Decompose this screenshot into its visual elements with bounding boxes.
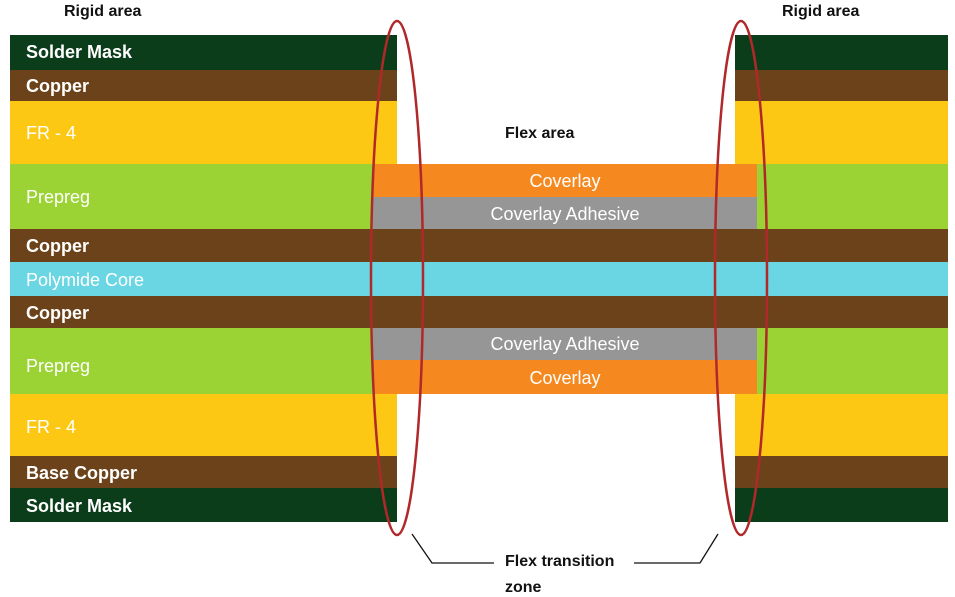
right-layer-prepreg-bottom — [735, 328, 948, 394]
layer-label-polymide-core: Polymide Core — [26, 270, 145, 290]
coverlay-adhesive-bottom-label: Coverlay Adhesive — [490, 334, 640, 354]
layer-copper-top: Copper — [10, 70, 397, 101]
right-layer-fr4-bottom — [735, 394, 948, 456]
coverlay-adhesive-top: Coverlay Adhesive — [373, 197, 757, 229]
layer-label-prepreg-top: Prepreg — [26, 187, 91, 207]
flex-transition-caption-line2: zone — [505, 579, 542, 596]
layer-label-fr4-top: FR - 4 — [26, 123, 77, 143]
layer-copper-inner-bottom: Copper — [10, 296, 397, 328]
layer-polymide-core-left: Polymide Core — [10, 262, 397, 296]
right-layer-copper-inner-top — [735, 229, 948, 262]
flex-area-caption: Flex area — [505, 125, 575, 142]
layer-label-copper-top: Copper — [26, 76, 89, 96]
right-layer-solder-mask-bottom — [735, 488, 948, 522]
layer-label-prepreg-bottom: Prepreg — [26, 356, 91, 376]
coverlay-adhesive-top-label: Coverlay Adhesive — [490, 204, 640, 224]
right-layer-solder-mask-top — [735, 35, 948, 70]
layer-prepreg-top: Prepreg — [10, 164, 397, 229]
coverlay-adhesive-bottom: Coverlay Adhesive — [373, 328, 757, 360]
layer-base-copper: Base Copper — [10, 456, 397, 488]
right-layer-copper-inner-bottom — [735, 296, 948, 328]
rigid-area-right-caption: Rigid area — [782, 3, 860, 20]
right-layer-copper-top — [735, 70, 948, 101]
layer-label-base-copper: Base Copper — [26, 463, 138, 483]
leader-line-left — [411, 533, 494, 564]
layer-copper-inner-top: Copper — [10, 229, 397, 262]
layer-prepreg-bottom: Prepreg — [10, 328, 397, 394]
flex-copper-top — [397, 229, 735, 262]
layer-label-copper-inner-top: Copper — [26, 236, 89, 256]
layer-label-fr4-bottom: FR - 4 — [26, 417, 77, 437]
layer-fr4-top: FR - 4 — [10, 101, 397, 164]
leader-line-right — [634, 533, 719, 564]
layer-solder-mask-top: Solder Mask — [10, 35, 397, 70]
layer-label-copper-inner-bottom: Copper — [26, 303, 89, 323]
flex-polymide-core — [397, 262, 735, 296]
flex-transition-caption-line1: Flex transition — [505, 553, 615, 570]
layer-fr4-bottom: FR - 4 — [10, 394, 397, 456]
right-layer-prepreg-top — [735, 164, 948, 229]
right-layer-base-copper — [735, 456, 948, 488]
coverlay-top: Coverlay — [373, 164, 757, 197]
right-layer-fr4-top — [735, 101, 948, 164]
layer-label-solder-mask-bottom: Solder Mask — [26, 496, 133, 516]
rigid-area-left-caption: Rigid area — [64, 3, 142, 20]
layer-solder-mask-bottom: Solder Mask — [10, 488, 397, 522]
coverlay-bottom-label: Coverlay — [529, 368, 601, 388]
right-layer-polymide-core — [735, 262, 948, 296]
coverlay-top-label: Coverlay — [529, 171, 601, 191]
coverlay-bottom: Coverlay — [373, 360, 757, 394]
layer-label-solder-mask-top: Solder Mask — [26, 42, 133, 62]
flex-copper-bottom — [397, 296, 735, 328]
